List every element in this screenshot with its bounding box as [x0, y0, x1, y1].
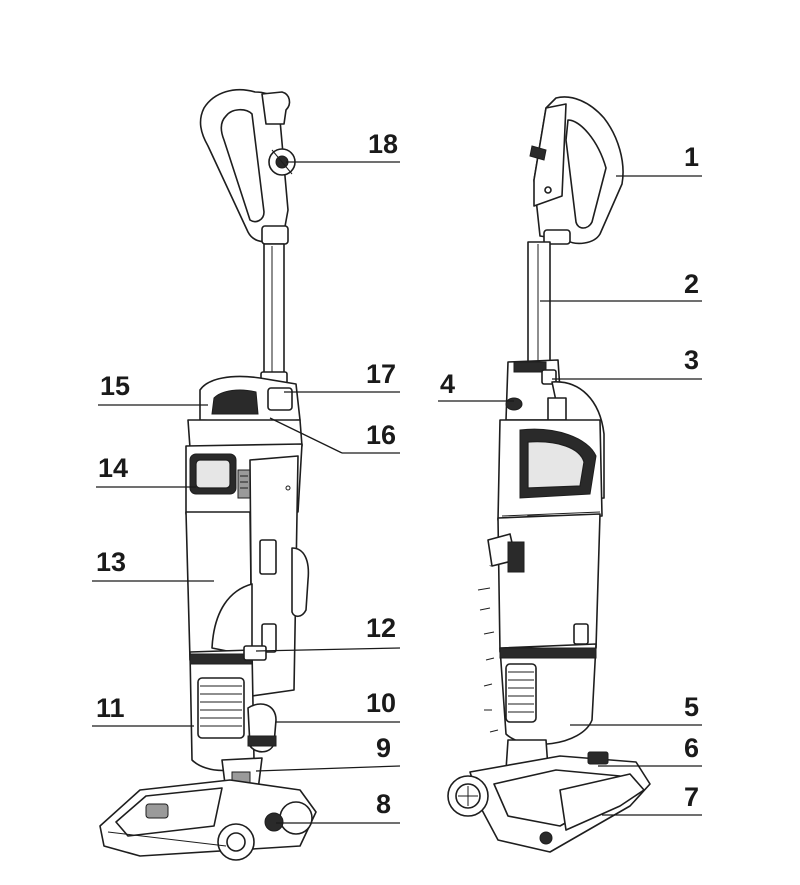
leader-9	[255, 765, 401, 772]
dust-bin-right	[497, 419, 603, 523]
callout-5: 5	[684, 692, 699, 722]
callout-10: 10	[366, 688, 396, 718]
motor-housing-right	[499, 643, 597, 746]
callout-15: 15	[100, 371, 130, 401]
callout-2: 2	[684, 269, 699, 299]
callout-18: 18	[368, 129, 398, 159]
leader-16	[269, 417, 343, 454]
upper-body-left	[187, 375, 303, 449]
handle-left	[199, 88, 291, 245]
main-body-right	[497, 513, 601, 653]
vent-grille-right	[505, 663, 537, 723]
callout-16: 16	[366, 420, 396, 450]
callout-12: 12	[366, 613, 396, 643]
callout-1: 1	[684, 142, 699, 172]
floor-head-left	[99, 779, 317, 861]
vacuum-left-view	[99, 88, 317, 861]
handle-tube-right	[527, 241, 551, 365]
callout-11: 11	[96, 693, 125, 723]
callout-4: 4	[440, 369, 455, 399]
handle-tube-left	[260, 243, 288, 389]
leader-12	[255, 647, 401, 652]
callout-17: 17	[366, 359, 396, 389]
callout-8: 8	[376, 789, 391, 819]
callout-9: 9	[376, 733, 391, 763]
callout-7: 7	[684, 782, 699, 812]
main-body-left	[185, 455, 310, 697]
hose-right	[476, 533, 525, 755]
vent-grille-left	[197, 677, 245, 739]
callout-6: 6	[684, 733, 699, 763]
cable-hook-left	[243, 645, 267, 661]
callout-3: 3	[684, 345, 699, 375]
motor-housing-left	[189, 649, 277, 772]
callout-numbers: 1 2 3 4 5 6 7 8 9 10 11 12 13 14 15 16 1…	[96, 129, 699, 819]
handle-right	[529, 96, 624, 245]
vacuum-right-view	[447, 96, 651, 853]
leader-lines	[92, 161, 702, 824]
floor-head-right	[447, 751, 651, 853]
callout-14: 14	[98, 453, 128, 483]
callout-13: 13	[96, 547, 126, 577]
